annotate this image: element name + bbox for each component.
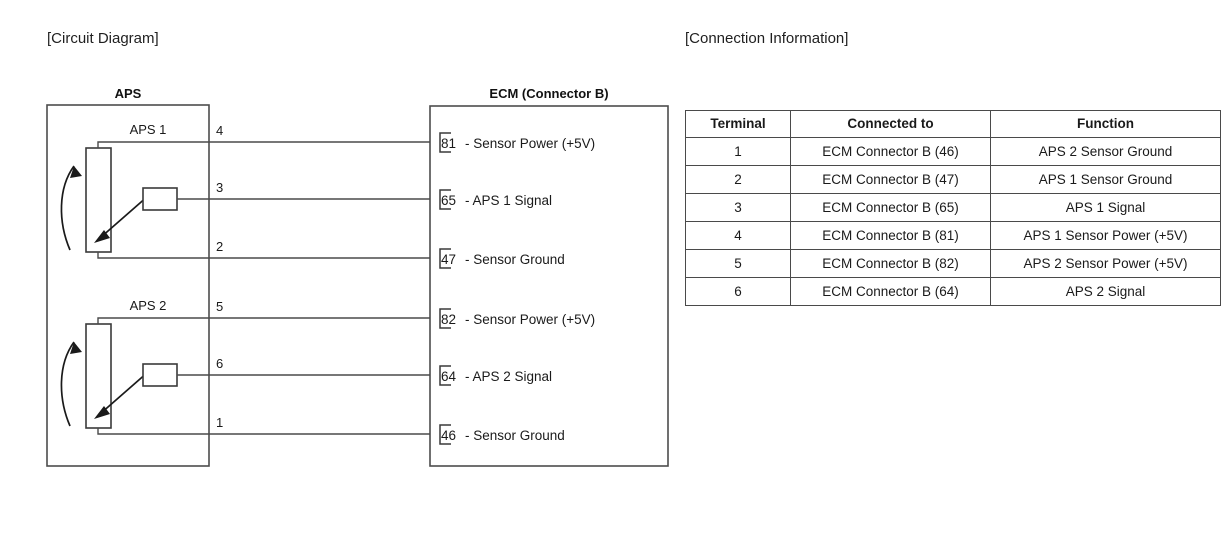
aps-pin-number-1: 1 <box>216 415 223 430</box>
cell-function: APS 1 Signal <box>990 193 1221 222</box>
cell-terminal: 1 <box>685 137 791 166</box>
ecm-terminal-bracket-46 <box>439 424 451 445</box>
cell-terminal: 5 <box>685 249 791 278</box>
ecm-terminal-bracket-81 <box>439 132 451 153</box>
ecm-terminal-label-82: - Sensor Power (+5V) <box>465 312 595 327</box>
ecm-terminal-label-65: - APS 1 Signal <box>465 193 552 208</box>
aps-2-power-lead <box>97 317 200 324</box>
aps-pin-number-2: 2 <box>216 239 223 254</box>
table-row: 3 ECM Connector B (65) APS 1 Signal <box>685 193 1221 222</box>
ecm-terminal-label-81: - Sensor Power (+5V) <box>465 136 595 151</box>
table-row: 1 ECM Connector B (46) APS 2 Sensor Grou… <box>685 137 1221 166</box>
cell-connected-to: ECM Connector B (64) <box>790 277 991 306</box>
ecm-terminal-number-65: 65 <box>441 193 456 208</box>
cell-terminal: 2 <box>685 165 791 194</box>
aps-2-wiper-arm <box>99 371 149 415</box>
table-row: 6 ECM Connector B (64) APS 2 Signal <box>685 277 1221 306</box>
ecm-terminal-label-47: - Sensor Ground <box>465 252 565 267</box>
ecm-terminal-number-47: 47 <box>441 252 456 267</box>
table-row: 4 ECM Connector B (81) APS 1 Sensor Powe… <box>685 221 1221 250</box>
circuit-diagram-title: [Circuit Diagram] <box>47 30 159 47</box>
aps-1-wiper-arrowhead-icon <box>94 230 110 243</box>
aps-pin-number-3: 3 <box>216 180 223 195</box>
aps-2-wiper-arrowhead-icon <box>94 406 110 419</box>
cell-terminal: 3 <box>685 193 791 222</box>
circuit-diagram: APS ECM (Connector B) APS 1 APS 2 4 3 2 … <box>46 86 669 467</box>
aps-2-ground-lead <box>97 428 200 435</box>
aps-1-power-lead <box>97 141 200 148</box>
aps-pin-number-6: 6 <box>216 356 223 371</box>
aps-box-title: APS <box>115 86 142 101</box>
cell-function: APS 2 Signal <box>990 277 1221 306</box>
ecm-terminal-bracket-64 <box>439 365 451 386</box>
aps-1-rotation-arc-icon <box>60 165 75 251</box>
aps-1-rotation-arrowhead-icon <box>70 166 82 178</box>
aps-pin-number-4: 4 <box>216 123 223 138</box>
ecm-terminal-bracket-65 <box>439 189 451 210</box>
aps-2-rotation-arc-icon <box>60 341 75 427</box>
cell-connected-to: ECM Connector B (81) <box>790 221 991 250</box>
table-row: 5 ECM Connector B (82) APS 2 Sensor Powe… <box>685 249 1221 278</box>
ecm-terminal-number-64: 64 <box>441 369 457 384</box>
aps-2-label: APS 2 <box>130 298 167 313</box>
ecm-terminal-number-46: 46 <box>441 428 456 443</box>
aps-1-ground-lead <box>97 252 200 259</box>
aps-1-wiper-box <box>142 187 178 211</box>
cell-function: APS 1 Sensor Ground <box>990 165 1221 194</box>
aps-1-wiper-arm <box>99 195 149 239</box>
cell-terminal: 6 <box>685 277 791 306</box>
aps-2-wiper-box <box>142 363 178 387</box>
ecm-terminal-number-81: 81 <box>441 136 456 151</box>
cell-function: APS 1 Sensor Power (+5V) <box>990 221 1221 250</box>
ecm-terminal-bracket-82 <box>439 308 451 329</box>
ecm-terminal-number-82: 82 <box>441 312 456 327</box>
ecm-terminal-label-46: - Sensor Ground <box>465 428 565 443</box>
cell-connected-to: ECM Connector B (82) <box>790 249 991 278</box>
column-header-function: Function <box>990 110 1221 138</box>
ecm-terminal-label-64: - APS 2 Signal <box>465 369 552 384</box>
aps-1-label: APS 1 <box>130 122 167 137</box>
column-header-terminal: Terminal <box>685 110 791 138</box>
cell-function: APS 2 Sensor Ground <box>990 137 1221 166</box>
aps-pin-number-5: 5 <box>216 299 223 314</box>
cell-function: APS 2 Sensor Power (+5V) <box>990 249 1221 278</box>
ecm-box-title: ECM (Connector B) <box>489 86 608 101</box>
cell-terminal: 4 <box>685 221 791 250</box>
ecm-enclosure <box>429 105 669 467</box>
table-header-row: Terminal Connected to Function <box>685 110 1221 138</box>
cell-connected-to: ECM Connector B (65) <box>790 193 991 222</box>
column-header-connected-to: Connected to <box>790 110 991 138</box>
aps-enclosure <box>46 104 210 467</box>
cell-connected-to: ECM Connector B (46) <box>790 137 991 166</box>
ecm-terminal-bracket-47 <box>439 248 451 269</box>
table-row: 2 ECM Connector B (47) APS 1 Sensor Grou… <box>685 165 1221 194</box>
cell-connected-to: ECM Connector B (47) <box>790 165 991 194</box>
aps-2-rotation-arrowhead-icon <box>70 342 82 354</box>
connection-information-table: Terminal Connected to Function 1 ECM Con… <box>685 110 1221 306</box>
connection-information-title: [Connection Information] <box>685 30 849 47</box>
